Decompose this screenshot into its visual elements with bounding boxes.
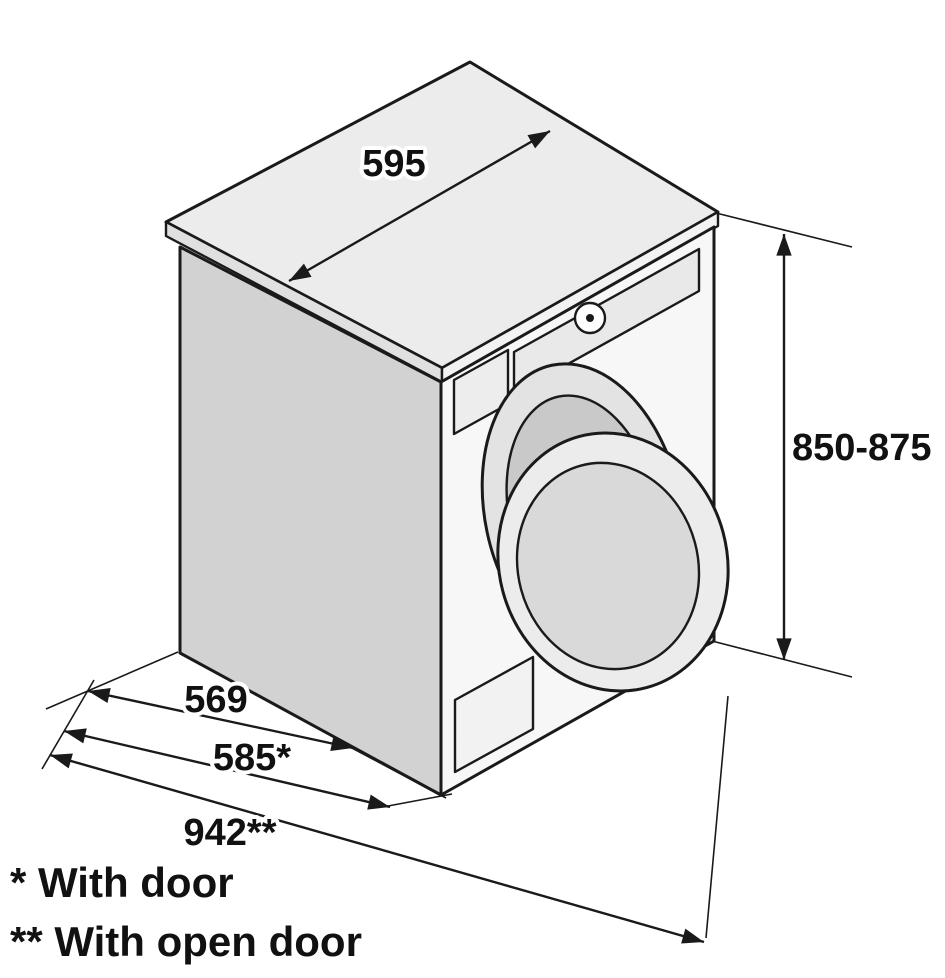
control-panel-display bbox=[512, 247, 701, 396]
dimension-annotations: 595 850-875 569 585* 942** bbox=[41, 129, 935, 944]
dimension-depth-label: 569 bbox=[184, 679, 247, 721]
dimension-depth-door-label: 585* bbox=[213, 737, 291, 779]
extension-line-depth-door-right bbox=[387, 793, 453, 807]
dimension-height-ext-bottom bbox=[711, 640, 853, 678]
dimension-height-label: 850-875 bbox=[792, 427, 931, 469]
washing-machine-illustration bbox=[164, 60, 730, 797]
service-hatch bbox=[453, 655, 535, 774]
dimension-width-label: 595 bbox=[362, 143, 425, 185]
footnotes: * With door ** With open door bbox=[6, 855, 366, 969]
dimension-depth-open-door-arrow bbox=[49, 753, 705, 944]
footnote-with-open-door: ** With open door bbox=[10, 918, 362, 965]
open-door-glass-inner bbox=[515, 461, 701, 671]
footnote-with-door: * With door bbox=[10, 859, 234, 906]
extension-line-left-upper bbox=[45, 651, 179, 710]
dimension-depth-open-door-label: 942** bbox=[184, 812, 277, 854]
dimension-width-arrow bbox=[288, 129, 551, 283]
control-knob-marker-icon bbox=[586, 314, 594, 322]
extension-line-open-door-right bbox=[705, 695, 729, 939]
dimension-height-ext-top bbox=[715, 212, 853, 248]
machine-top-lip-front bbox=[440, 210, 720, 384]
extension-line-left-lower bbox=[41, 679, 95, 770]
